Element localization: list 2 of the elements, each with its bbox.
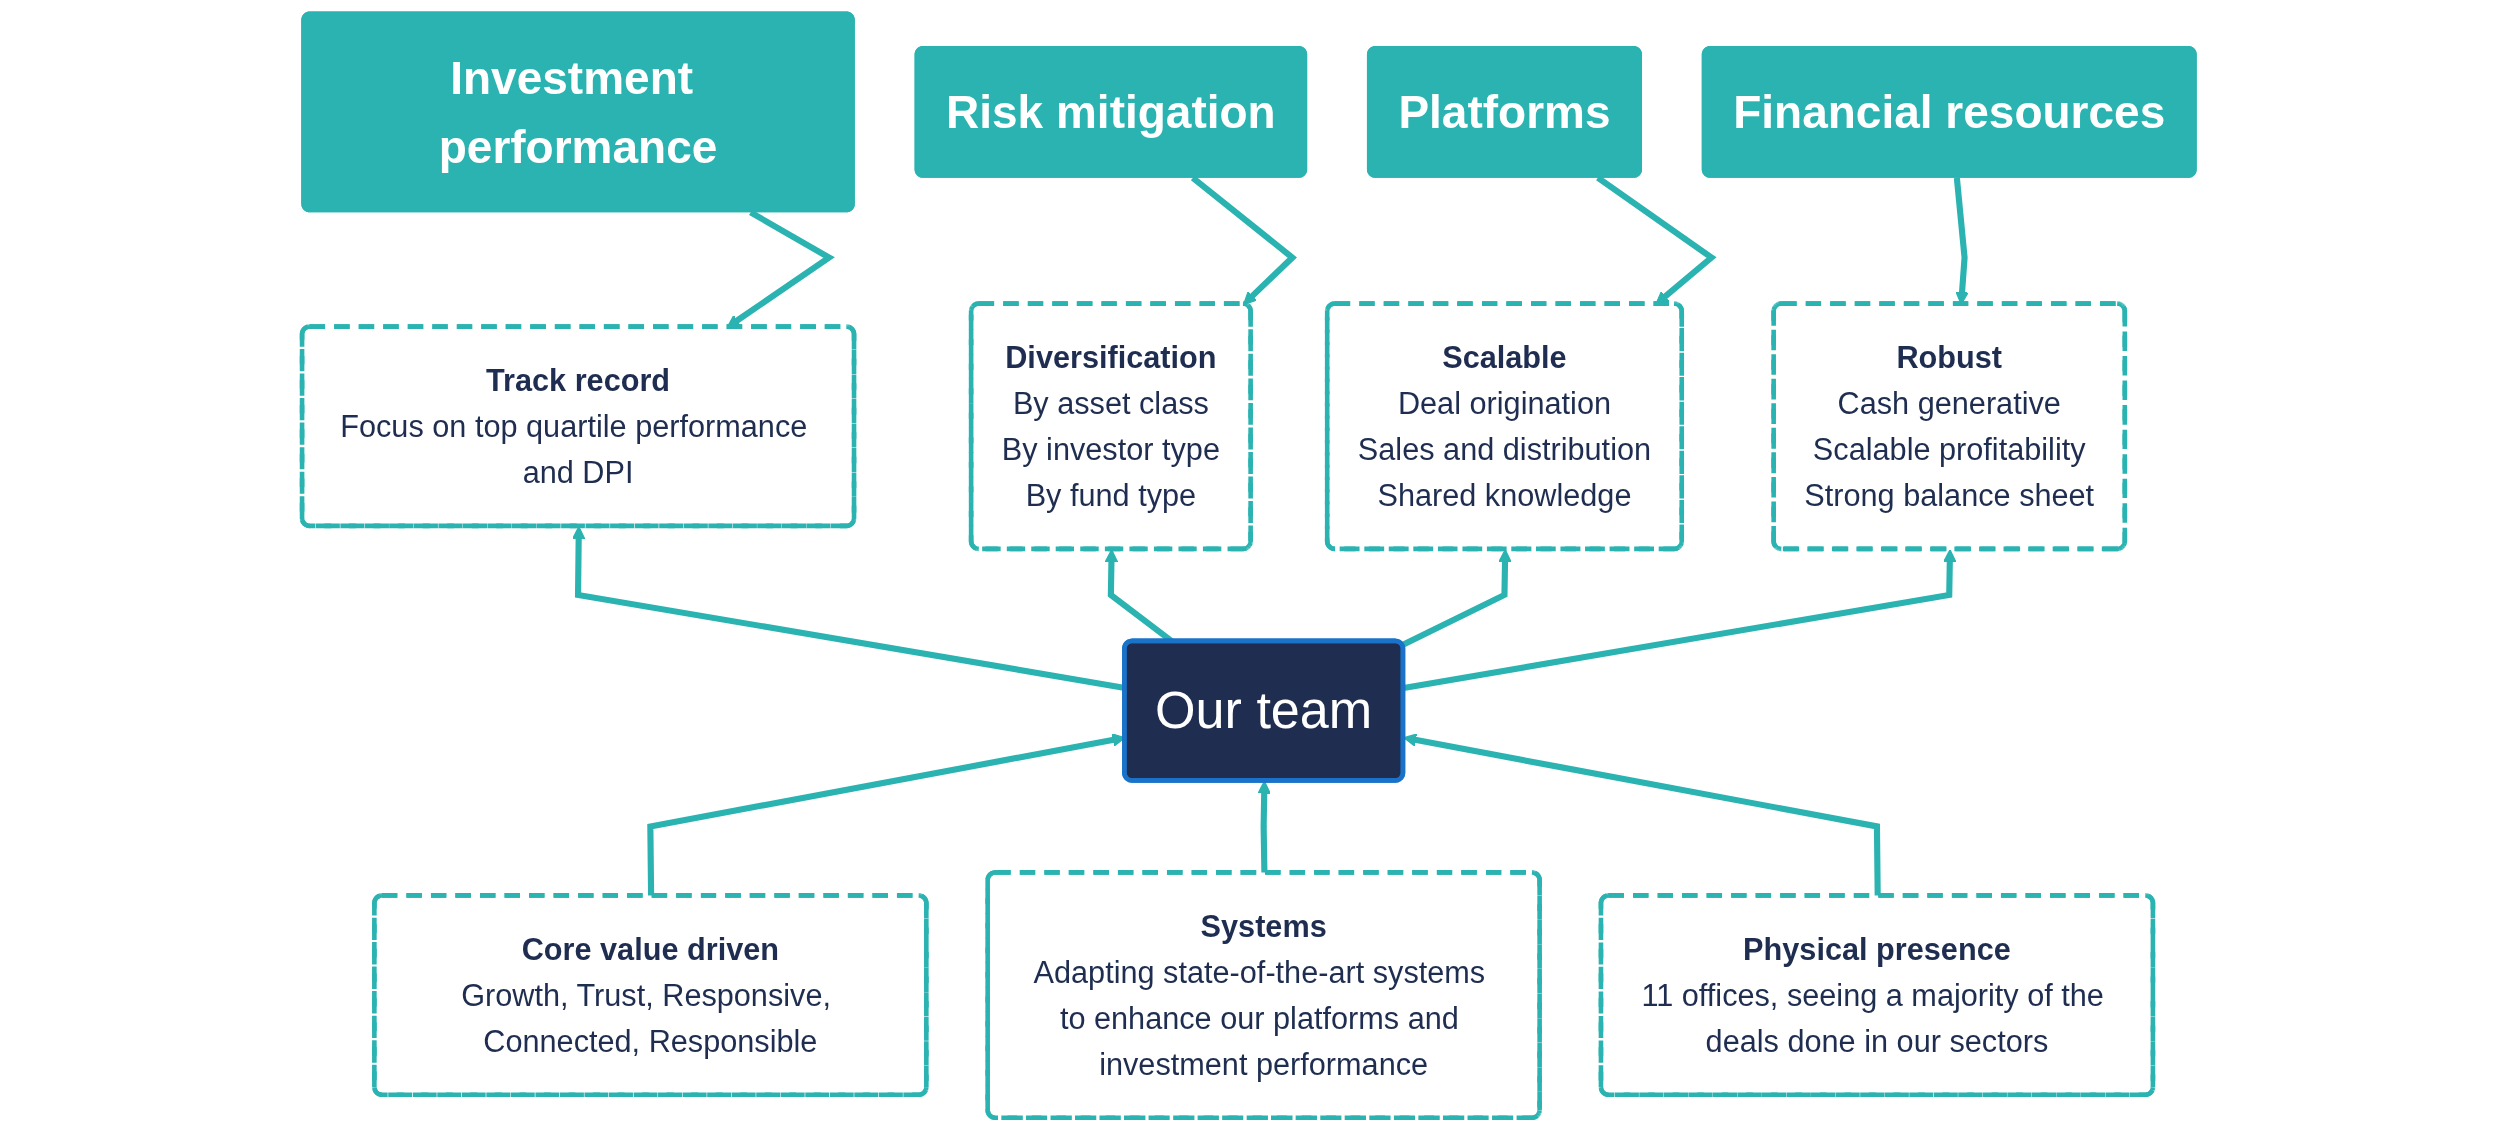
arrow	[1403, 549, 1957, 691]
arrow	[1401, 549, 1512, 648]
